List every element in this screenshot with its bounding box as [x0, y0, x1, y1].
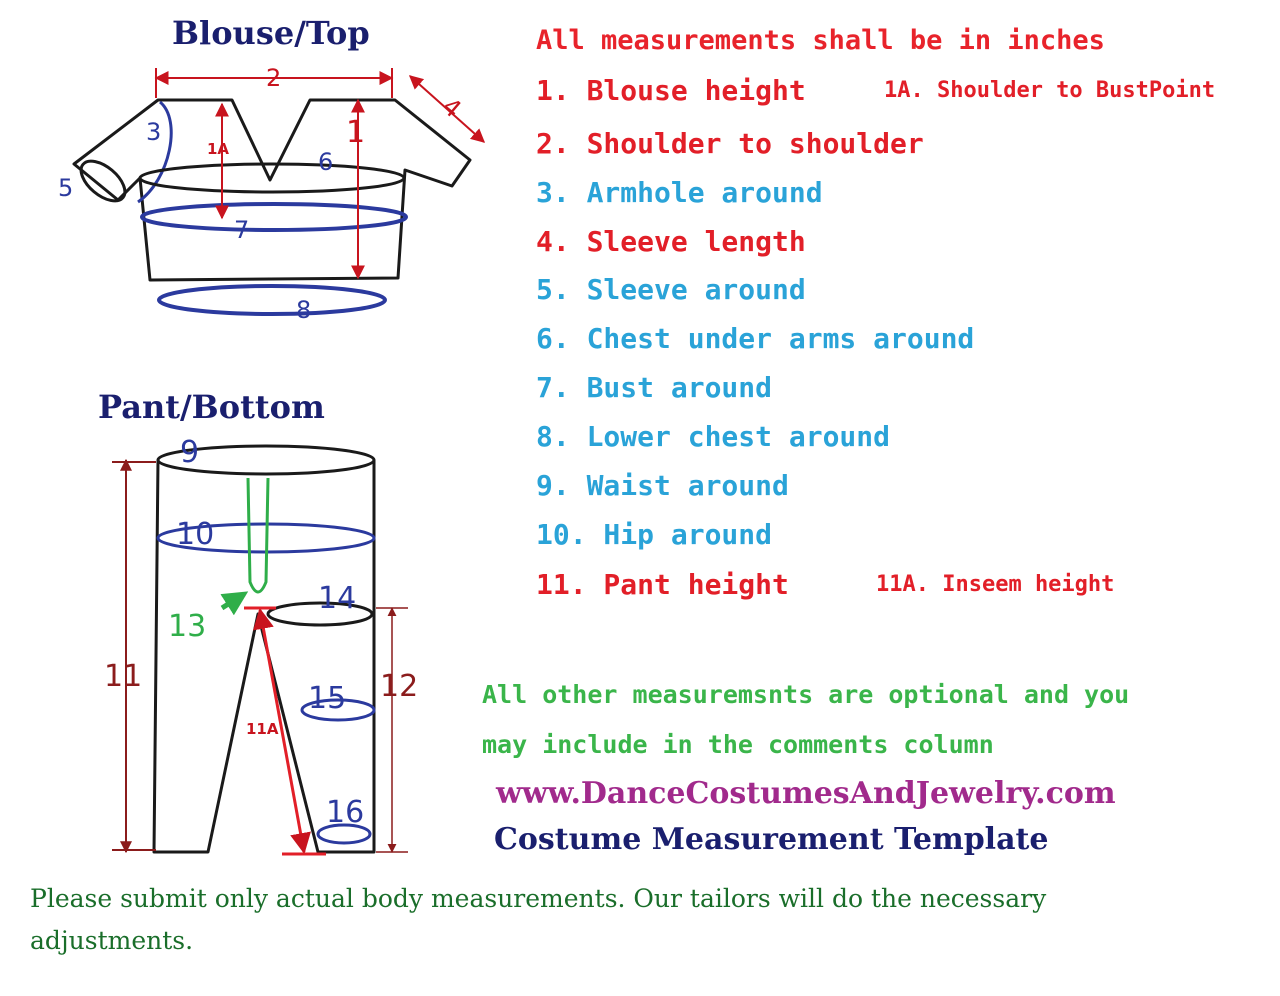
label-1a: 1A [207, 140, 229, 158]
lower-chest-ellipse [157, 284, 387, 316]
armhole-curve [137, 100, 173, 204]
list-item-shoulder-to-shoulder: 2. Shoulder to shoulder [536, 127, 924, 160]
bust-ellipse [140, 202, 408, 232]
label-1: 1 [346, 115, 365, 150]
optional-note-line2: may include in the comments column [482, 730, 994, 759]
footer-note: Please submit only actual body measureme… [30, 878, 1210, 962]
list-item-chest-under-arms: 6. Chest under arms around [536, 322, 975, 355]
website-url: www.DanceCostumesAndJewelry.com [496, 776, 1116, 811]
list-item-hip-around: 10. Hip around [536, 518, 773, 551]
label-16: 16 [326, 795, 364, 830]
list-heading: All measurements shall be in inches [536, 25, 1105, 56]
blouse-drawing [72, 68, 486, 316]
label-10: 10 [176, 517, 214, 552]
label-3: 3 [146, 118, 161, 146]
footer-line2: adjustments. [30, 926, 194, 955]
pant-drawing [112, 444, 408, 856]
chest-under-arms-ellipse [138, 162, 406, 194]
pant-labels: 9 10 11 11A 12 13 14 15 16 [104, 435, 418, 830]
list-item-sleeve-around: 5. Sleeve around [536, 273, 806, 306]
label-15: 15 [308, 681, 346, 716]
label-5: 5 [58, 174, 73, 202]
label-7: 7 [234, 216, 249, 244]
sleeve-cuff-ellipse [79, 159, 127, 203]
template-title: Costume Measurement Template [494, 822, 1049, 857]
list-item-waist-around: 9. Waist around [536, 469, 789, 502]
list-item-armhole-around: 3. Armhole around [536, 176, 823, 209]
list-item-lower-chest-around: 8. Lower chest around [536, 420, 891, 453]
waist-ellipse [156, 444, 376, 476]
label-13: 13 [168, 609, 206, 644]
list-item-sleeve-length: 4. Sleeve length [536, 225, 806, 258]
label-14: 14 [318, 581, 356, 616]
label-8: 8 [296, 296, 311, 324]
optional-note-line1: All other measuremsnts are optional and … [482, 680, 1130, 709]
crotch-arrow [220, 591, 249, 616]
label-11: 11 [104, 659, 142, 694]
crotch-loop [246, 477, 270, 594]
blouse-title: Blouse/Top [172, 14, 370, 52]
blouse-outline [72, 98, 472, 282]
pant-title: Pant/Bottom [98, 388, 325, 426]
list-item-bust-around: 7. Bust around [536, 371, 773, 404]
inseam-dim-line [253, 607, 311, 855]
label-6: 6 [318, 148, 333, 176]
label-11a: 11A [246, 720, 279, 738]
note-1a: 1A. Shoulder to BustPoint [884, 78, 1216, 103]
list-item-blouse-height: 1. Blouse height [536, 74, 806, 107]
optional-note: All other measuremsnts are optional and … [482, 670, 1242, 770]
list-item-pant-height: 11. Pant height [536, 568, 789, 601]
label-2: 2 [266, 64, 281, 92]
sleeve-dim-line [408, 75, 486, 143]
label-9: 9 [180, 435, 199, 470]
footer-line1: Please submit only actual body measureme… [30, 884, 1047, 913]
label-4: 4 [437, 92, 467, 123]
measurement-diagrams: Blouse/Top 2 4 1 1A 3 5 6 7 8 Pan [58, 14, 486, 856]
note-11a: 11A. Inseem height [876, 572, 1115, 597]
label-12: 12 [380, 669, 418, 704]
ankle-ellipse [316, 823, 372, 845]
